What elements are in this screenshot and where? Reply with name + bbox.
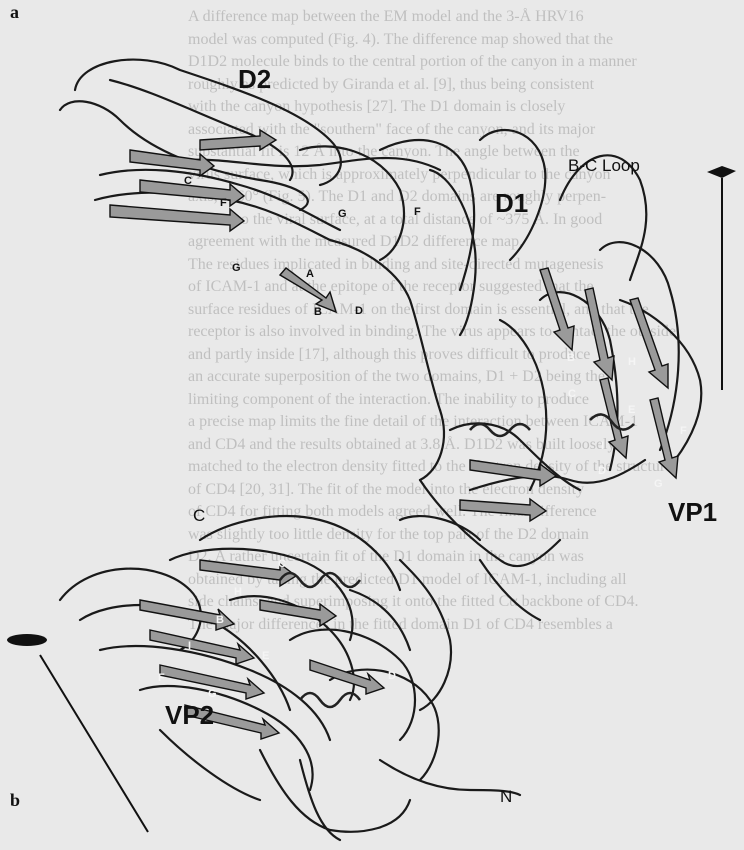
symmetry-axis-left xyxy=(7,634,148,832)
c-terminus-label: C xyxy=(193,506,205,526)
strand-label: F xyxy=(220,197,227,209)
strand-label: G xyxy=(232,262,241,274)
strand-label: G xyxy=(338,208,347,220)
strand-label: I xyxy=(188,640,191,652)
strand-label: F xyxy=(158,672,165,684)
strand-label: D xyxy=(598,465,606,477)
domain-label-vp1: VP1 xyxy=(668,497,717,528)
strand-label: G xyxy=(654,478,663,490)
domain-label-d2: D2 xyxy=(238,64,271,95)
strand-label: G xyxy=(208,688,217,700)
panel-label-b: b xyxy=(10,790,20,811)
strand-label: C xyxy=(278,558,286,570)
domain-label-vp2: VP2 xyxy=(165,700,214,731)
strand-label: H xyxy=(628,356,636,368)
strand-label: H xyxy=(234,586,242,598)
strand-label: D xyxy=(388,670,396,682)
strand-label: B xyxy=(216,614,224,626)
n-terminus-label: N xyxy=(500,787,512,807)
strand-label: C xyxy=(184,175,192,187)
strand-label: E xyxy=(262,650,269,662)
strand-label: D xyxy=(355,305,363,317)
strand-label: C xyxy=(568,388,576,400)
strand-label: B xyxy=(314,306,322,318)
strand-label: A xyxy=(306,268,314,280)
domain-label-d1: D1 xyxy=(495,188,528,219)
symmetry-axis-right xyxy=(707,166,736,390)
strand-label: B xyxy=(567,352,575,364)
strand-label: E xyxy=(628,404,635,416)
strand-label: I xyxy=(601,440,604,452)
strand-label: F xyxy=(680,425,687,437)
bc-loop-label: B-C Loop xyxy=(568,156,640,176)
strand-label: F xyxy=(414,206,421,218)
panel-label-a: a xyxy=(10,2,19,23)
